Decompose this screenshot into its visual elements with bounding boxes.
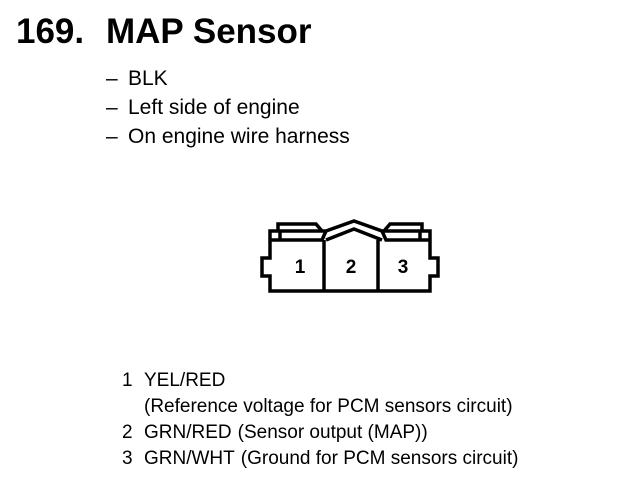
connector-latch-left bbox=[276, 222, 324, 233]
info-color: –BLK bbox=[106, 64, 350, 93]
pin-number: 1 bbox=[122, 370, 133, 391]
info-harness: –On engine wire harness bbox=[106, 122, 350, 151]
connector-center-roof bbox=[325, 227, 383, 242]
connector-info-list: –BLK –Left side of engine –On engine wir… bbox=[106, 64, 350, 151]
pinout-list: 1 YEL/RED (Reference voltage for PCM sens… bbox=[122, 368, 518, 472]
pin-wire-color: GRN/RED bbox=[144, 422, 232, 443]
pin-description: (Sensor output (MAP)) bbox=[237, 422, 428, 443]
connector-pin-label: 1 bbox=[295, 257, 306, 278]
connector-inner-top bbox=[270, 230, 430, 242]
pin-wire-color: GRN/WHT bbox=[144, 448, 235, 469]
pin-description: (Reference voltage for PCM sensors circu… bbox=[144, 396, 513, 417]
pinout-item: 2 GRN/RED(Sensor output (MAP)) bbox=[122, 420, 518, 446]
dash-glyph: – bbox=[106, 125, 118, 148]
page-title: 169. MAP Sensor bbox=[16, 12, 312, 52]
connector-diagram: 1 2 3 bbox=[260, 219, 440, 293]
connector-latch-right bbox=[382, 222, 424, 233]
pinout-item: 1 YEL/RED (Reference voltage for PCM sens… bbox=[122, 368, 518, 420]
connector-housing bbox=[260, 219, 440, 293]
section-number: 169. bbox=[16, 12, 85, 51]
pinout-item: 3 GRN/WHT(Ground for PCM sensors circuit) bbox=[122, 446, 518, 472]
pin-wire-color: YEL/RED bbox=[144, 370, 226, 391]
pin-description: (Ground for PCM sensors circuit) bbox=[240, 448, 519, 469]
dash-glyph: – bbox=[106, 67, 118, 90]
section-title: MAP Sensor bbox=[106, 12, 312, 51]
connector-pin-label: 2 bbox=[346, 257, 357, 278]
pin-number: 2 bbox=[122, 422, 133, 443]
connector-pin-label: 3 bbox=[398, 257, 409, 278]
info-location: –Left side of engine bbox=[106, 93, 350, 122]
pin-number: 3 bbox=[122, 448, 133, 469]
dash-glyph: – bbox=[106, 96, 118, 119]
